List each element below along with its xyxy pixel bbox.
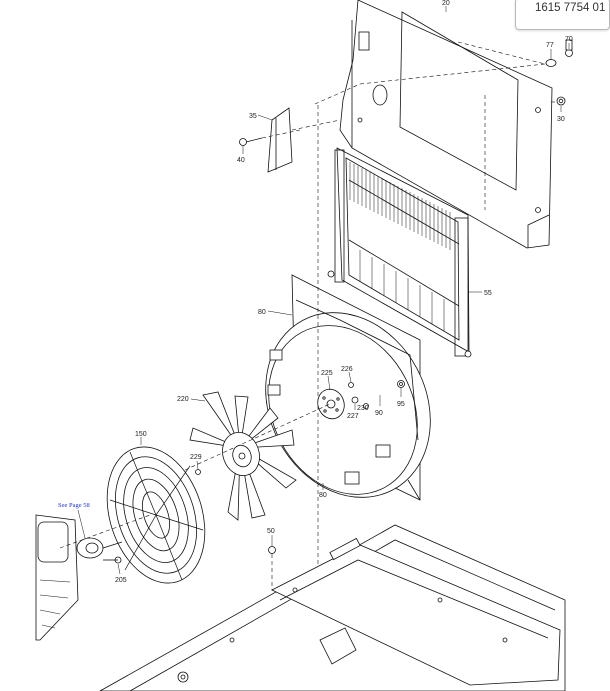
callout-50: 50 [267, 528, 275, 535]
callout-70: 70 [565, 36, 573, 43]
see-page-link[interactable]: See Page 58 [58, 502, 90, 509]
side-bracket [267, 107, 341, 173]
fastener-set-fan [348, 380, 405, 409]
callout-230: 230 [357, 405, 369, 412]
callout-77: 77 [546, 42, 554, 49]
fan-shroud [265, 105, 431, 575]
cooling-fan-blade [184, 391, 331, 521]
engine-drive-assembly [35, 514, 151, 641]
callouts: 20 77 70 30 35 40 55 80 225 226 227 230 … [58, 0, 573, 584]
document-number: 1615 7754 01 [535, 2, 606, 14]
callout-225: 225 [321, 370, 333, 377]
callout-226: 226 [341, 366, 353, 373]
callout-90: 90 [375, 410, 383, 417]
fan-hub-plate [317, 388, 345, 420]
callout-80-lower: 80 [319, 492, 327, 499]
callout-150: 150 [135, 431, 147, 438]
callout-80-upper: 80 [258, 309, 266, 316]
callout-227: 227 [347, 413, 359, 420]
document-number-tooltip: 1615 7754 01 [515, 0, 610, 30]
screw-40 [239, 129, 301, 146]
callout-20: 20 [442, 0, 450, 7]
callout-35: 35 [249, 113, 257, 120]
top-panel-assembly [314, 0, 555, 249]
callout-220: 220 [177, 396, 189, 403]
screw-229 [195, 469, 201, 475]
base-frame [99, 524, 566, 691]
callout-205: 205 [115, 577, 127, 584]
callout-95: 95 [397, 401, 405, 408]
callout-229: 229 [190, 454, 202, 461]
fan-guard [106, 446, 206, 584]
screw-50 [268, 546, 276, 590]
callout-40: 40 [237, 157, 245, 164]
radiator-core [327, 147, 472, 358]
callout-30: 30 [557, 116, 565, 123]
callout-55: 55 [484, 290, 492, 297]
